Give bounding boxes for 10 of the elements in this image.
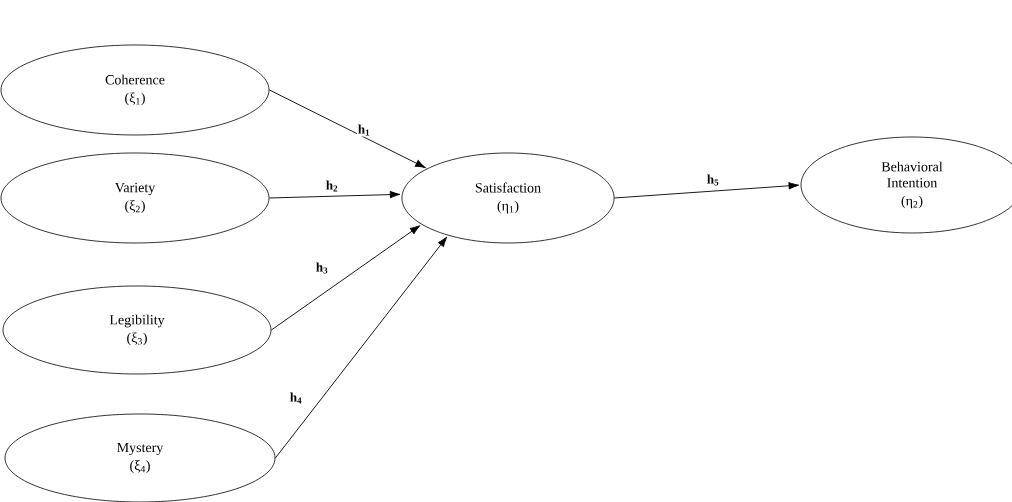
arrow <box>268 190 401 199</box>
edge-label: h$_{2}$ <box>324 179 340 193</box>
edge-label: h$_{3}$ <box>314 261 330 275</box>
edge-label: h$_{5}$ <box>705 173 721 187</box>
arrow <box>614 182 799 199</box>
arrow <box>268 89 426 169</box>
edge-label: h$_{4}$ <box>288 391 304 405</box>
arrow <box>274 236 448 459</box>
arrow <box>270 225 421 331</box>
edge-label: h$_{1}$ <box>356 123 372 137</box>
